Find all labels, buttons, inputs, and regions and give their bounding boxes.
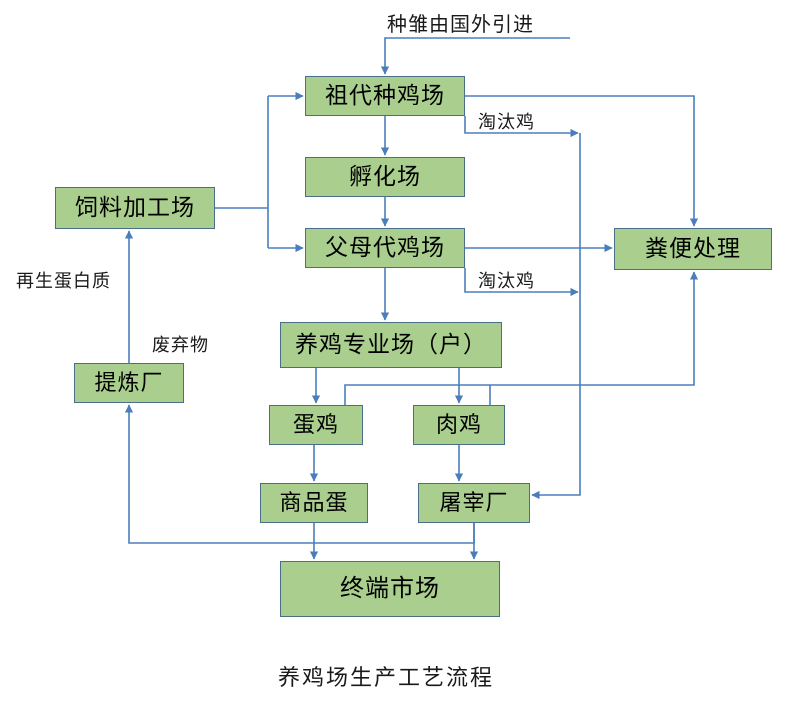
node-feed-processing-plant[interactable]: 饲料加工场 bbox=[55, 187, 215, 229]
node-grandparent-breeder-farm[interactable]: 祖代种鸡场 bbox=[305, 76, 465, 116]
node-refinery-plant[interactable]: 提炼厂 bbox=[74, 363, 184, 403]
node-professional-chicken-farm[interactable]: 养鸡专业场（户） bbox=[280, 322, 502, 368]
edge-label-regenerated-protein: 再生蛋白质 bbox=[16, 271, 111, 291]
node-manure-treatment[interactable]: 粪便处理 bbox=[614, 228, 772, 270]
node-hatchery[interactable]: 孵化场 bbox=[305, 157, 465, 197]
diagram-caption: 养鸡场生产工艺流程 bbox=[278, 665, 495, 690]
edge-culled-collector bbox=[531, 133, 581, 500]
node-terminal-market[interactable]: 终端市场 bbox=[280, 561, 500, 617]
edge-label-waste-material: 废弃物 bbox=[152, 335, 209, 355]
edge-chicks-import-to-grandparent bbox=[380, 37, 570, 75]
node-slaughterhouse[interactable]: 屠宰厂 bbox=[418, 483, 530, 523]
node-parent-breeder-farm[interactable]: 父母代鸡场 bbox=[305, 228, 465, 268]
edge-label-chicks-imported-from-abroad: 种雏由国外引进 bbox=[387, 14, 534, 36]
edge-label-culled-chicken-parent: 淘汰鸡 bbox=[478, 271, 535, 291]
edge-label-culled-chicken-grandparent: 淘汰鸡 bbox=[478, 112, 535, 132]
node-commodity-egg[interactable]: 商品蛋 bbox=[260, 483, 368, 523]
node-layer-hen[interactable]: 蛋鸡 bbox=[269, 405, 363, 445]
node-broiler-chicken[interactable]: 肉鸡 bbox=[413, 405, 505, 445]
